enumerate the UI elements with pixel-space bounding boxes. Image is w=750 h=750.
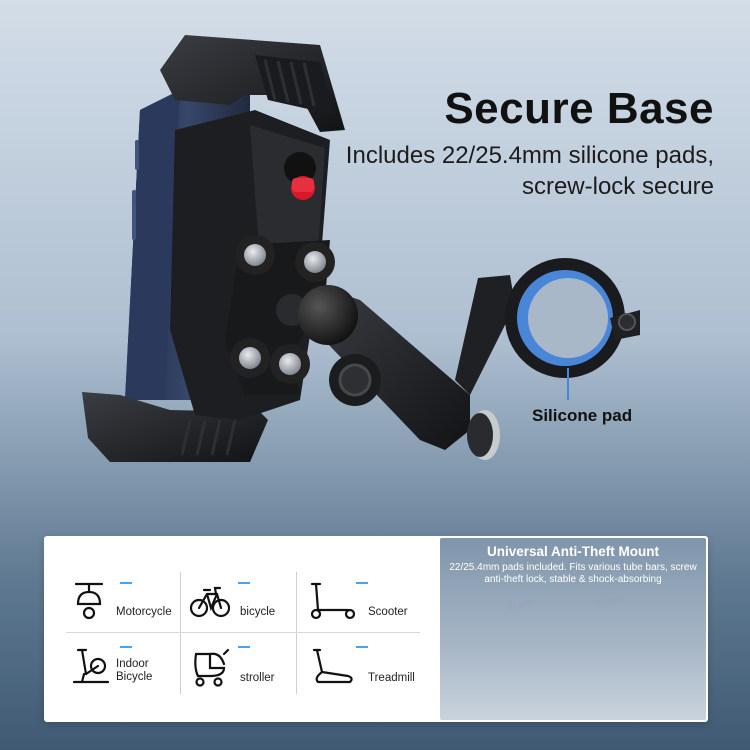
feature-title: Universal Anti-Theft Mount (487, 544, 659, 559)
blue-dash (238, 582, 250, 584)
vehicle-motorcycle: Motorcycle (72, 580, 188, 640)
vehicle-grid: Motorcycle bicycle Scooter (44, 536, 440, 722)
vehicle-label: bicycle (240, 606, 276, 618)
grid-divider (180, 572, 181, 694)
vehicle-scooter: Scooter (308, 580, 424, 640)
motorcycle-icon (74, 582, 104, 620)
vehicle-label: Motorcycle (116, 606, 172, 618)
treadmill-icon (312, 648, 353, 684)
handlebar-clamp (455, 258, 640, 400)
silicone-pad-callout: Silicone pad (532, 406, 633, 425)
headline-title: Secure Base (444, 84, 714, 133)
feature-description: 22/25.4mm pads included. Fits various tu… (449, 562, 697, 585)
bottom-clamp (82, 392, 268, 462)
headline-subtitle: Includes 22/25.4mm silicone pads, screw-… (345, 142, 714, 200)
scooter-icon (310, 582, 356, 620)
compatibility-panel: Motorcycle bicycle Scooter (44, 536, 708, 722)
headline-block: Secure Base Includes 22/25.4mm silicone … (334, 84, 714, 202)
top-clamp (160, 35, 345, 132)
vehicle-bicycle: bicycle (190, 580, 306, 640)
vehicle-label: stroller (240, 672, 275, 684)
rotation-hub (225, 235, 335, 395)
vehicle-label: Scooter (368, 606, 408, 618)
blue-dash (356, 646, 368, 648)
ball-arm (298, 285, 500, 460)
blue-dash (120, 646, 132, 648)
vehicle-indoor-bicycle: Indoor Bicycle (72, 644, 188, 704)
anti-theft-feature: Universal Anti-Theft Mount 22/25.4mm pad… (440, 538, 706, 720)
vehicle-label: Indoor Bicycle (116, 658, 153, 683)
vehicle-stroller: stroller (190, 644, 306, 704)
bicycle-icon (190, 586, 230, 618)
grid-divider (66, 632, 420, 633)
vehicle-treadmill: Treadmill (308, 644, 424, 704)
grid-divider (296, 572, 297, 694)
indoor-bicycle-icon (72, 648, 110, 684)
blue-dash (238, 646, 250, 648)
blue-dash (120, 582, 132, 584)
blue-dash (356, 582, 368, 584)
vehicle-label: Treadmill (368, 672, 415, 684)
stroller-icon (194, 648, 230, 687)
